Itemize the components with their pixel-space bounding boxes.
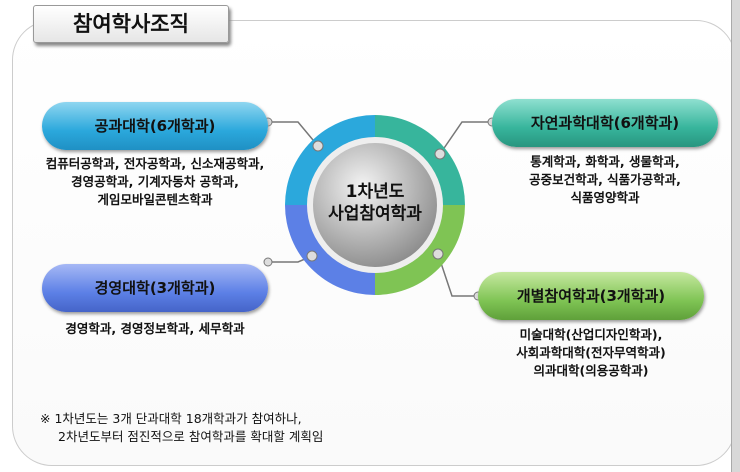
footnote: ※ 1차년도는 3개 단과대학 18개학과가 참여하나, 2차년도부터 점진적으… [40,410,323,446]
connectors [268,121,492,297]
group-individual: 개별참여학과(3개학과) [478,272,704,320]
center-circle [313,143,437,267]
scrollbar[interactable] [731,0,740,472]
desc-line: 사회과학대학(전자무역학과) [516,345,666,360]
group-engineering: 공과대학(6개학과) [42,102,268,150]
note-line: 2차년도부터 점진적으로 참여학과를 확대할 계획임 [58,429,324,444]
center-line2: 사업참여학과 [328,204,422,224]
note-line: ※ 1차년도는 3개 단과대학 18개학과가 참여하나, [40,411,302,426]
desc-line: 경영학과, 경영정보학과, 세무학과 [65,321,245,336]
desc-line: 경영공학과, 기계자동차 공학과, [71,174,239,189]
individual-departments: 미술대학(산업디자인학과), 사회과학대학(전자무역학과) 의과대학(의용공학과… [456,326,726,380]
page-title: 참여학사조직 [33,5,229,43]
desc-line: 식품영양학과 [570,190,640,205]
desc-line: 의과대학(의용공학과) [533,363,649,378]
desc-line: 미술대학(산업디자인학과), [519,327,663,342]
natural-science-departments: 통계학과, 화학과, 생물학과, 공중보건학과, 식품가공학과, 식품영양학과 [470,153,740,207]
center-line1: 1차년도 [345,182,405,202]
desc-line: 공중보건학과, 식품가공학과, [529,172,681,187]
desc-line: 통계학과, 화학과, 생물학과, [530,154,680,169]
desc-line: 컴퓨터공학과, 전자공학과, 신소재공학과, [45,156,265,171]
group-business: 경영대학(3개학과) [42,264,268,312]
center-label: 1차년도 사업참여학과 [315,181,435,225]
group-natural-science: 자연과학대학(6개학과) [492,99,718,147]
engineering-departments: 컴퓨터공학과, 전자공학과, 신소재공학과, 경영공학과, 기계자동차 공학과,… [14,155,296,209]
desc-line: 게임모바일콘텐츠학과 [97,192,213,207]
business-departments: 경영학과, 경영정보학과, 세무학과 [14,320,296,338]
